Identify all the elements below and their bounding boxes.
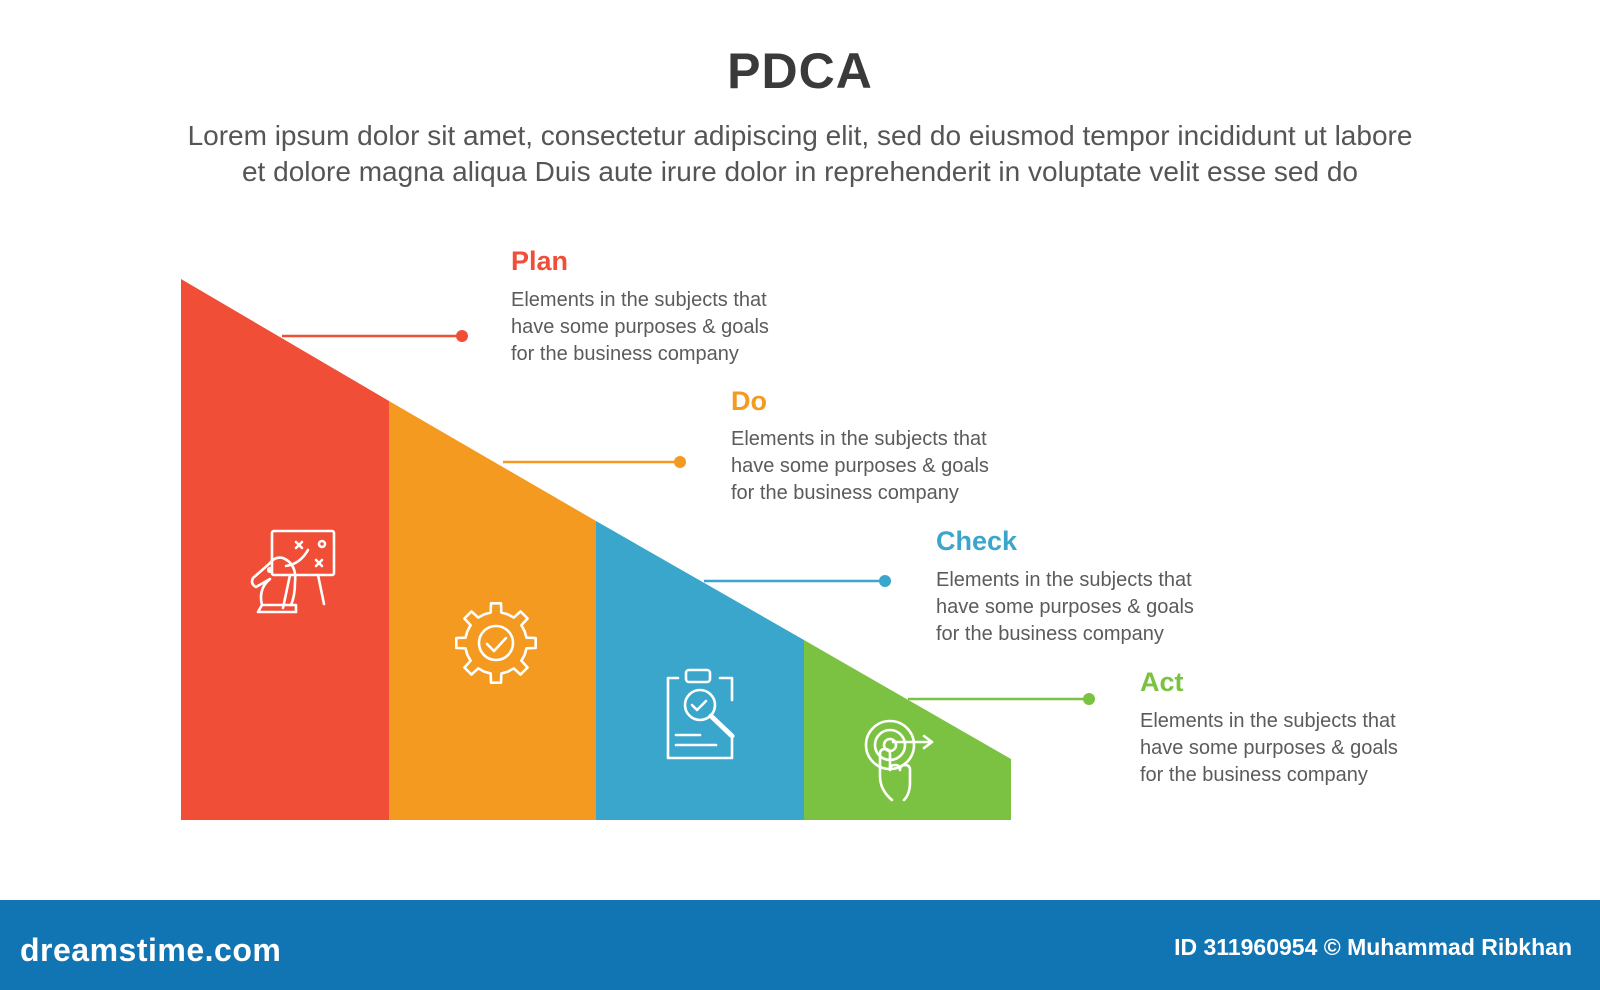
description-line: Elements in the subjects that — [511, 289, 767, 311]
chess-strategy-board-icon — [250, 529, 336, 614]
description-line: have some purposes & goals — [511, 316, 769, 338]
step-description-do: Elements in the subjects that have some … — [731, 426, 1051, 507]
step-title-check: Check — [936, 526, 1018, 556]
plan-segment — [181, 279, 389, 820]
description-line: for the business company — [511, 343, 739, 365]
footer-brand: dreamstime.com — [20, 932, 282, 968]
step-title-do: Do — [731, 386, 767, 416]
pdca-staircase-diagram — [181, 279, 1095, 820]
description-line: for the business company — [731, 482, 959, 504]
step-description-check: Elements in the subjects that have some … — [936, 567, 1256, 648]
step-title-plan: Plan — [511, 246, 569, 276]
description-line: have some purposes & goals — [936, 596, 1194, 618]
description-line: for the business company — [1140, 764, 1368, 786]
do-connector — [503, 456, 686, 468]
description-line: Elements in the subjects that — [731, 428, 987, 450]
clipboard-magnifier-icon — [666, 668, 735, 760]
description-line: have some purposes & goals — [731, 455, 989, 477]
subtitle-line: Lorem ipsum dolor sit amet, consectetur … — [187, 120, 1413, 151]
description-line: have some purposes & goals — [1140, 737, 1398, 759]
page-title: PDCA — [727, 43, 873, 99]
do-segment — [389, 401, 596, 820]
plan-connector — [282, 330, 468, 342]
description-line: Elements in the subjects that — [1140, 710, 1396, 732]
step-description-act: Elements in the subjects that have some … — [1140, 708, 1460, 789]
subtitle-line: et dolore magna aliqua Duis aute irure d… — [241, 156, 1358, 187]
page-subtitle: Lorem ipsum dolor sit amet, consectetur … — [80, 118, 1520, 190]
description-line: for the business company — [936, 623, 1164, 645]
step-title-act: Act — [1140, 667, 1184, 697]
description-line: Elements in the subjects that — [936, 569, 1192, 591]
footer-bar: dreamstime.com ID 311960954 © Muhammad R… — [0, 900, 1600, 990]
footer-credit: ID 311960954 © Muhammad Ribkhan — [1174, 934, 1572, 960]
act-connector — [908, 693, 1095, 705]
target-hand-click-icon — [864, 719, 934, 802]
step-description-plan: Elements in the subjects that have some … — [511, 287, 831, 368]
check-connector — [704, 575, 891, 587]
gear-check-icon — [455, 602, 537, 684]
